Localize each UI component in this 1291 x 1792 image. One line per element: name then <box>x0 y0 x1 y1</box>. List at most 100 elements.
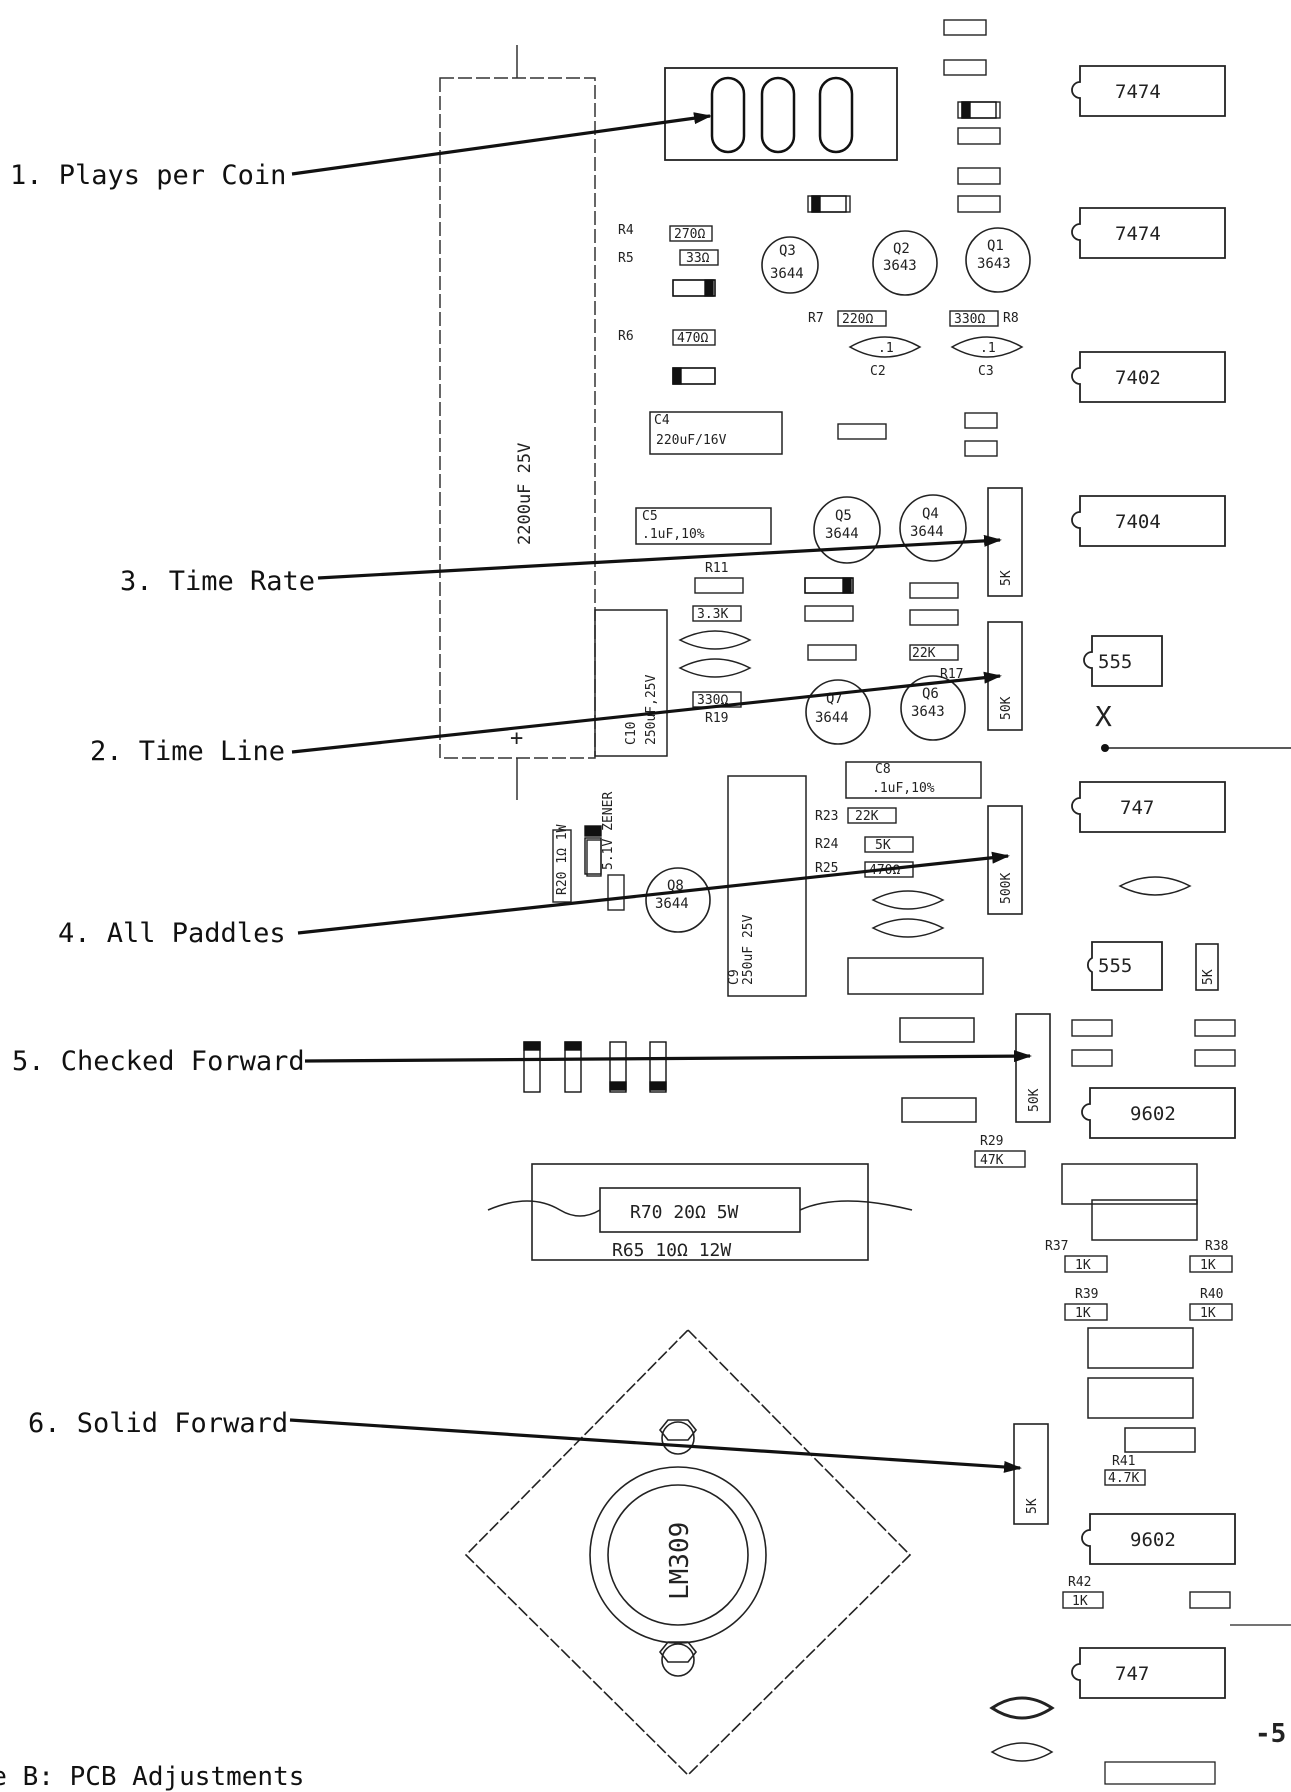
transistor-part: 3643 <box>911 704 945 720</box>
transistor-ref: Q6 <box>922 686 939 702</box>
resistor-value: 1K <box>1200 1258 1216 1273</box>
transistor-ref: Q2 <box>893 241 910 257</box>
capacitor-c1: + 2200uF 25V <box>439 45 596 800</box>
ic-label: 7402 <box>1115 367 1161 389</box>
transistor-part: 3644 <box>770 266 804 282</box>
zener-label: 5.1V ZENER <box>601 792 616 870</box>
rz-label: R20 1Ω 1W <box>555 824 570 895</box>
ic-label: 9602 <box>1130 1529 1176 1551</box>
capacitor-value: 220uF/16V <box>656 433 727 448</box>
resistor-value: 4.7K <box>1108 1471 1139 1486</box>
capacitor-ref: C9 <box>727 969 742 985</box>
capacitor-value: .1 <box>878 341 894 356</box>
figure-caption: ure B: PCB Adjustments <box>0 1762 305 1792</box>
ic-label: 555 <box>1098 651 1132 673</box>
capacitor-value: 250uF 25V <box>741 914 756 985</box>
resistor-ref: R19 <box>705 711 728 726</box>
capacitor-ref: C8 <box>875 762 891 777</box>
transistor-part: 3643 <box>883 258 917 274</box>
pot-value: 5K <box>999 570 1014 586</box>
resistor-value: 330Ω <box>697 693 728 708</box>
resistor-ref: R40 <box>1200 1287 1223 1302</box>
capacitor-labels: C4 220uF/16V C5 .1uF,10% C8 .1uF,10% 250… <box>624 341 996 985</box>
arrow-time-rate <box>317 534 1002 580</box>
resistor-ref: R39 <box>1075 1287 1098 1302</box>
resistor-ref: R8 <box>1003 311 1019 326</box>
pot-value: 500K <box>999 873 1014 904</box>
pot-value: 5K <box>1025 1498 1040 1514</box>
transistor-ref: Q4 <box>922 506 939 522</box>
callout-all-paddles: 4. All Paddles <box>58 918 286 949</box>
edge-trace-dot <box>1101 744 1109 752</box>
resistor-value: 33Ω <box>686 251 710 266</box>
capacitor-value: 250uF,25V <box>644 674 659 745</box>
transistor-part: 3644 <box>655 896 689 912</box>
resistor-ref: R41 <box>1112 1454 1135 1469</box>
callout-solid-forward: 6. Solid Forward <box>28 1408 289 1439</box>
resistor-value: 1K <box>1075 1306 1091 1321</box>
transistor-part: 3644 <box>815 710 849 726</box>
resistor-value: 470Ω <box>677 331 708 346</box>
callout-time-line: 2. Time Line <box>90 736 286 767</box>
capacitor-ref: C3 <box>978 364 994 379</box>
zener-area <box>552 829 602 903</box>
ic-labels: 7474 7474 7402 7404 555 747 555 9602 960… <box>1098 81 1176 1685</box>
arrow-checked-forward <box>304 1050 1032 1063</box>
regulator-label: LM309 <box>665 1522 695 1600</box>
resistor-ref: R42 <box>1068 1575 1091 1590</box>
ic-label: 747 <box>1115 1663 1149 1685</box>
transistor-part: 3644 <box>825 526 859 542</box>
transistor-ref: Q3 <box>779 243 796 259</box>
transistor-ref: Q5 <box>835 508 852 524</box>
callout-arrows <box>289 112 1032 1473</box>
trim-pots <box>987 487 1219 1525</box>
resistor-ref: R11 <box>705 561 728 576</box>
power-resistors <box>487 1163 913 1261</box>
resistor-ref: R37 <box>1045 1239 1068 1254</box>
resistor-ref: R5 <box>618 251 634 266</box>
power-resistor-labels: R70 20Ω 5W R65 10Ω 12W <box>612 1202 739 1261</box>
resistor-ref: R25 <box>815 861 838 876</box>
resistor-value: 1K <box>1075 1258 1091 1273</box>
resistor-value: 22K <box>855 809 879 824</box>
arrow-all-paddles <box>297 851 1010 935</box>
ic-label: 7404 <box>1115 511 1161 533</box>
transistor-ref: Q8 <box>667 878 684 894</box>
capacitor-value: .1uF,10% <box>872 781 935 796</box>
resistor-value: 22K <box>912 646 936 661</box>
pot-value: 50K <box>1027 1088 1042 1112</box>
callout-time-rate: 3. Time Rate <box>120 566 316 597</box>
capacitor-ref: C5 <box>642 509 658 524</box>
resistor-value: 270Ω <box>674 227 705 242</box>
pot-labels: 5K 50K 500K 50K 5K 5K <box>999 570 1216 1514</box>
arrow-solid-forward <box>289 1418 1022 1473</box>
svg-text:+: + <box>510 726 523 751</box>
resistor-ref: R6 <box>618 329 634 344</box>
resistor-value: 5K <box>875 838 891 853</box>
pot-value: 50K <box>999 696 1014 720</box>
ic-label: 9602 <box>1130 1103 1176 1125</box>
diodes <box>523 101 997 1093</box>
callout-checked-forward: 5. Checked Forward <box>12 1046 305 1077</box>
resistor-ref: R17 <box>940 667 963 682</box>
ic-label: 7474 <box>1115 223 1161 245</box>
arrow-time-line <box>291 671 1002 754</box>
arrow-plays-per-coin <box>291 112 712 176</box>
transistor-part: 3644 <box>910 524 944 540</box>
coin-jumper-block <box>664 67 898 161</box>
resistor-labels: R4 270Ω R5 33Ω R6 470Ω R7 220Ω R8 330Ω R… <box>618 223 1228 1609</box>
capacitors <box>594 336 1198 1762</box>
ic-label: 7474 <box>1115 81 1161 103</box>
zener-labels: 5.1V ZENER R20 1Ω 1W <box>555 792 616 895</box>
resistor-ref: R29 <box>980 1134 1003 1149</box>
resistor-ref: R23 <box>815 809 838 824</box>
res-top-label: R70 20Ω 5W <box>630 1202 739 1223</box>
capacitor-value: .1 <box>980 341 996 356</box>
resistor-value: 330Ω <box>954 312 985 327</box>
transistor-part: 3643 <box>977 256 1011 272</box>
capacitor-ref: C2 <box>870 364 886 379</box>
capacitor-ref: C4 <box>654 413 670 428</box>
transistor-ref: Q1 <box>987 238 1004 254</box>
resistor-value: 1K <box>1200 1306 1216 1321</box>
resistor-value: 3.3K <box>697 607 728 622</box>
